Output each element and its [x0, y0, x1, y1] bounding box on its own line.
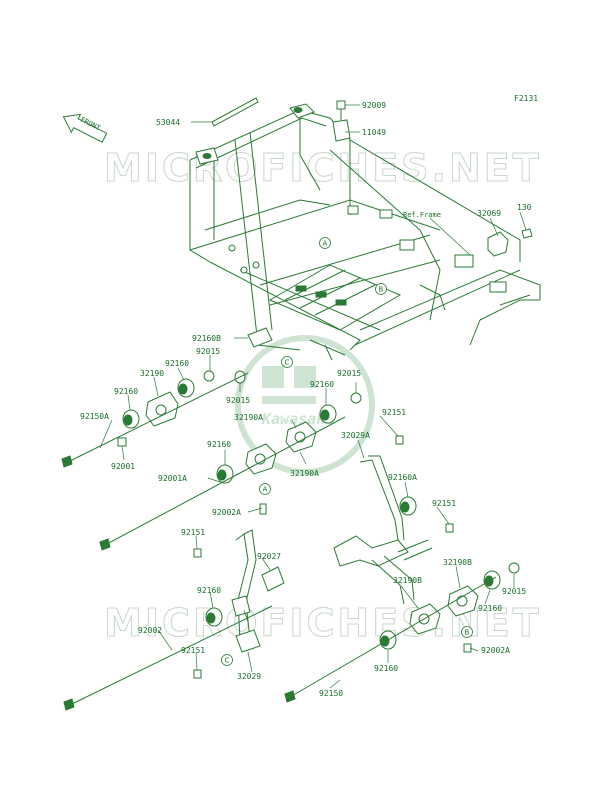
part-130-bolt	[521, 228, 533, 239]
bracket-32190	[145, 391, 179, 427]
callout-c-frame: C	[281, 356, 293, 368]
label-92002: 92002	[138, 626, 162, 635]
svg-text:C: C	[225, 657, 230, 665]
svg-text:B: B	[379, 286, 384, 294]
svg-text:A: A	[263, 486, 268, 494]
bolt-92002A-top	[259, 503, 267, 515]
label-92160-d: 92160	[207, 440, 231, 449]
bushing-92160-mid	[216, 464, 234, 484]
part-32069-bracket	[487, 231, 509, 257]
bushing-92160A	[399, 496, 417, 516]
label-92151-c: 92151	[181, 528, 205, 537]
label-92001A: 92001A	[158, 474, 187, 483]
callout-a-lower: A	[259, 483, 271, 495]
label-53044: 53044	[156, 118, 180, 127]
label-92002A-top: 92002A	[212, 508, 241, 517]
collar-92027	[261, 566, 285, 592]
bushing-92160-upper-left	[177, 378, 195, 398]
bolt-92151-left	[193, 548, 202, 558]
label-92015-a: 92015	[196, 347, 220, 356]
label-92160-e: 92160	[478, 604, 502, 613]
ref-frame-label: Ref.Frame	[403, 211, 441, 219]
bolt-92150A	[67, 372, 249, 463]
label-92160-a: 92160	[165, 359, 189, 368]
label-92015-b: 92015	[226, 396, 250, 405]
label-92150A: 92150A	[80, 412, 109, 421]
svg-text:B: B	[465, 629, 470, 637]
label-92160-f: 92160	[197, 586, 221, 595]
label-92027: 92027	[257, 552, 281, 561]
label-32190: 32190	[140, 369, 164, 378]
bushing-92160-left	[122, 409, 140, 429]
bushing-92160-center	[319, 404, 337, 424]
label-92151-a: 92151	[382, 408, 406, 417]
label-92015-c: 92015	[337, 369, 361, 378]
bracket-32190A-bottom	[245, 443, 277, 475]
part-92160B-pad	[247, 327, 273, 348]
figure-code: F2131	[514, 94, 538, 103]
callout-b-lower: B	[461, 626, 473, 638]
nut-92015-left	[203, 370, 215, 382]
arm-32029A	[333, 455, 433, 605]
label-92160-g: 92160	[374, 664, 398, 673]
logo-text: Kawasaki	[261, 410, 334, 428]
kawasaki-logo: Kawasaki	[235, 335, 375, 475]
bolt-92151-bottom	[193, 669, 202, 679]
nut-92015-right	[508, 562, 520, 574]
label-92002A-bottom: 92002A	[481, 646, 510, 655]
label-32190A-top: 32190A	[234, 413, 263, 422]
bushing-92160-lower-left	[205, 607, 223, 627]
front-arrow-icon	[62, 113, 108, 143]
label-92151-b: 92151	[432, 499, 456, 508]
label-92001: 92001	[111, 462, 135, 471]
bolt-92001A	[104, 416, 346, 546]
label-32190B-b: 32190B	[393, 576, 422, 585]
label-92151-d: 92151	[181, 646, 205, 655]
arm-32029	[231, 529, 261, 653]
callout-a-frame: A	[319, 237, 331, 249]
callout-b-frame: B	[375, 283, 387, 295]
bushing-92160-right	[483, 570, 501, 590]
callout-c-lower: C	[221, 654, 233, 666]
svg-text:C: C	[285, 359, 290, 367]
label-11049: 11049	[362, 128, 386, 137]
part-92009-bolt	[336, 100, 346, 120]
label-92015-d: 92015	[502, 587, 526, 596]
label-32029: 32029	[237, 672, 261, 681]
bolt-92002	[69, 605, 273, 706]
part-11049-bracket	[332, 119, 351, 142]
label-32190A-bottom: 32190A	[290, 469, 319, 478]
label-32069: 32069	[477, 209, 501, 218]
frame-assembly	[189, 103, 541, 361]
nut-92015-center	[350, 392, 362, 404]
part-92001-spacer	[117, 437, 127, 447]
watermark-bottom: MICROFICHES.NET	[104, 601, 542, 645]
leader-lines	[99, 104, 527, 689]
bolt-92151-top	[395, 435, 404, 445]
label-32190B-a: 32190B	[443, 558, 472, 567]
bolt-92002A-bottom	[463, 643, 472, 653]
label-92009: 92009	[362, 101, 386, 110]
bracket-32190B-lower	[409, 603, 441, 635]
label-32029A: 32029A	[341, 431, 370, 440]
svg-text:A: A	[323, 240, 328, 248]
bolt-92151-right	[445, 523, 454, 533]
label-92160-c: 92160	[310, 380, 334, 389]
bolt-92150	[289, 576, 497, 698]
part-53044-bar	[211, 97, 259, 127]
label-92160B: 92160B	[192, 334, 221, 343]
label-130: 130	[517, 203, 532, 212]
label-92150: 92150	[319, 689, 343, 698]
label-92160-b: 92160	[114, 387, 138, 396]
watermark-top: MICROFICHES.NET	[104, 146, 542, 190]
label-92160A: 92160A	[388, 473, 417, 482]
